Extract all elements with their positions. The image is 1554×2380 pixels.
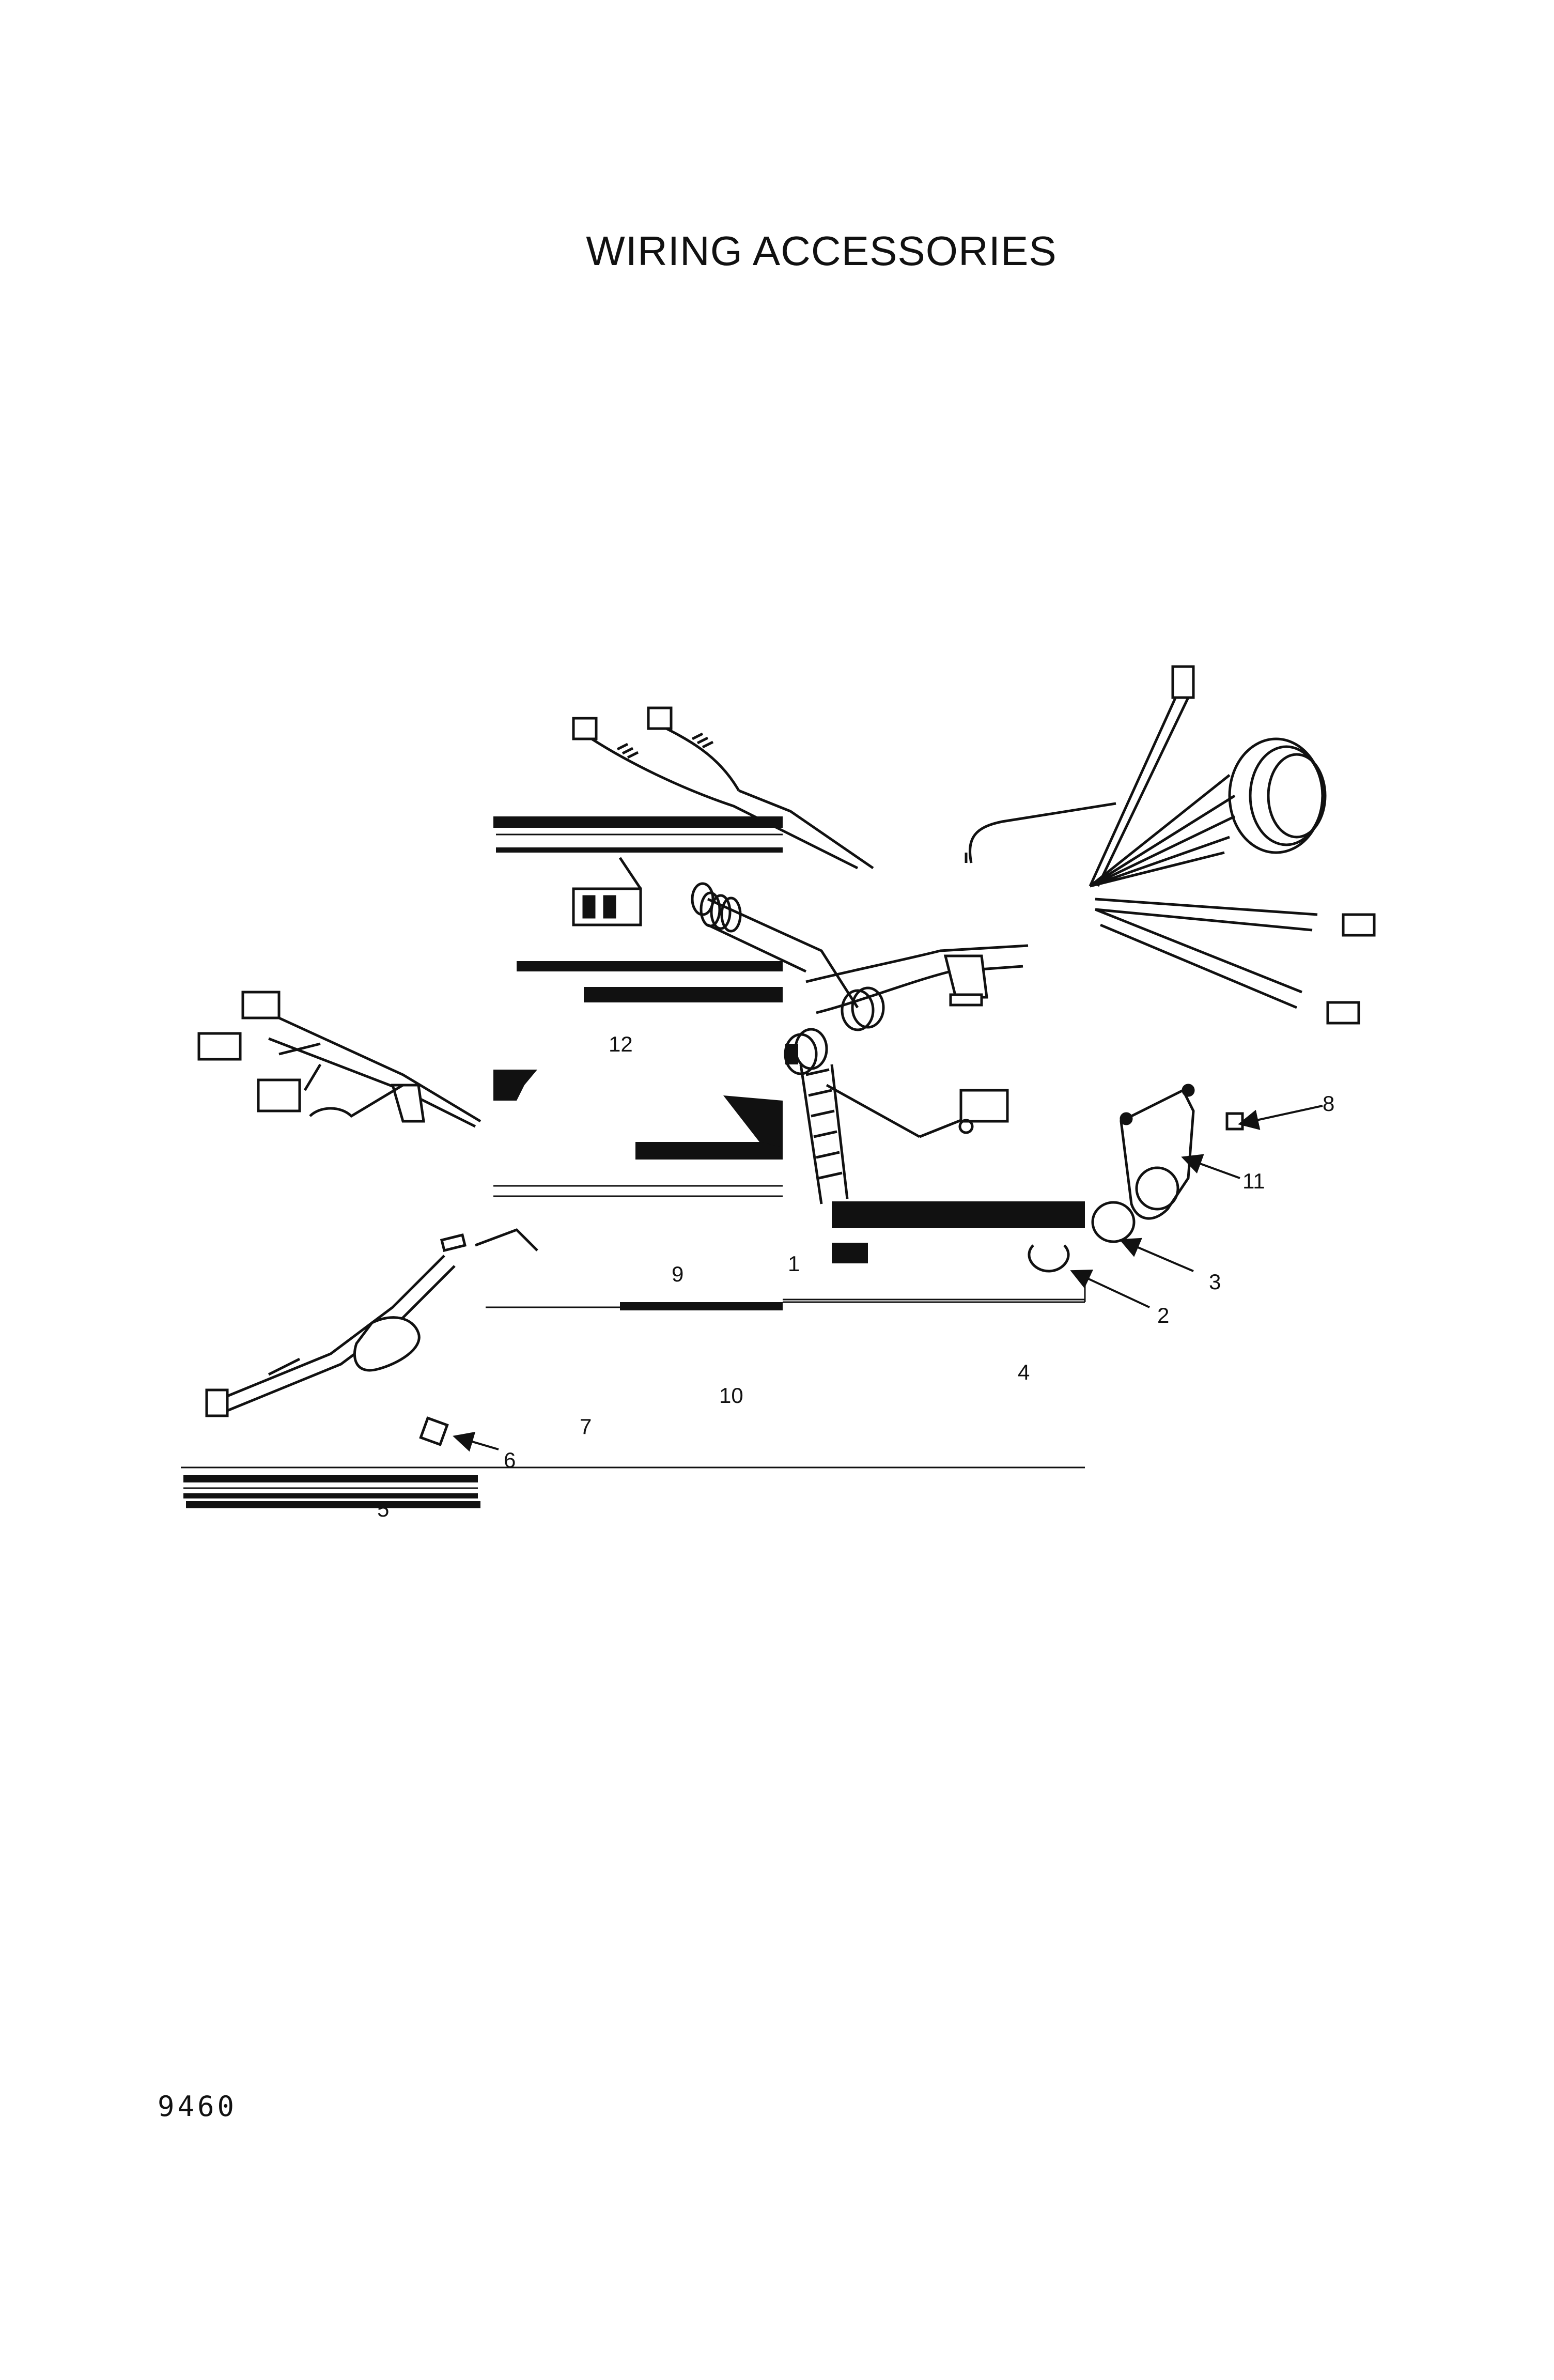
hatched-wedges <box>493 1044 798 1147</box>
page-number: 9460 <box>158 2090 238 2123</box>
callout-8: 8 <box>1323 1091 1334 1116</box>
round-connector-fanout <box>965 665 1376 1025</box>
left-harness <box>205 1228 538 1417</box>
callout-6: 6 <box>504 1448 516 1472</box>
callout-10: 10 <box>719 1383 743 1408</box>
connector-block <box>572 857 714 926</box>
far-left-harness <box>197 991 481 1128</box>
callout-labels: 1 2 3 4 5 6 7 8 9 10 11 12 <box>377 1032 1334 1521</box>
page-title: WIRING ACCESSORIES <box>586 228 1057 274</box>
callout-2: 2 <box>1157 1303 1169 1327</box>
callout-5: 5 <box>377 1497 389 1521</box>
callout-9: 9 <box>672 1262 683 1286</box>
top-harness-branch <box>572 706 874 870</box>
leader-lines <box>453 1105 1323 1452</box>
callout-4: 4 <box>1018 1360 1030 1384</box>
bracket-assembly <box>1028 1084 1244 1273</box>
nut-part <box>419 1416 449 1446</box>
callout-11: 11 <box>1242 1169 1265 1193</box>
callout-12: 12 <box>609 1032 633 1056</box>
callout-7: 7 <box>580 1414 592 1439</box>
scan-artifact-bands <box>183 816 1085 1508</box>
callout-3: 3 <box>1209 1270 1221 1294</box>
main-harness <box>700 891 1029 1204</box>
callout-1: 1 <box>788 1251 800 1276</box>
scan-artifact-lines <box>181 833 1086 1489</box>
